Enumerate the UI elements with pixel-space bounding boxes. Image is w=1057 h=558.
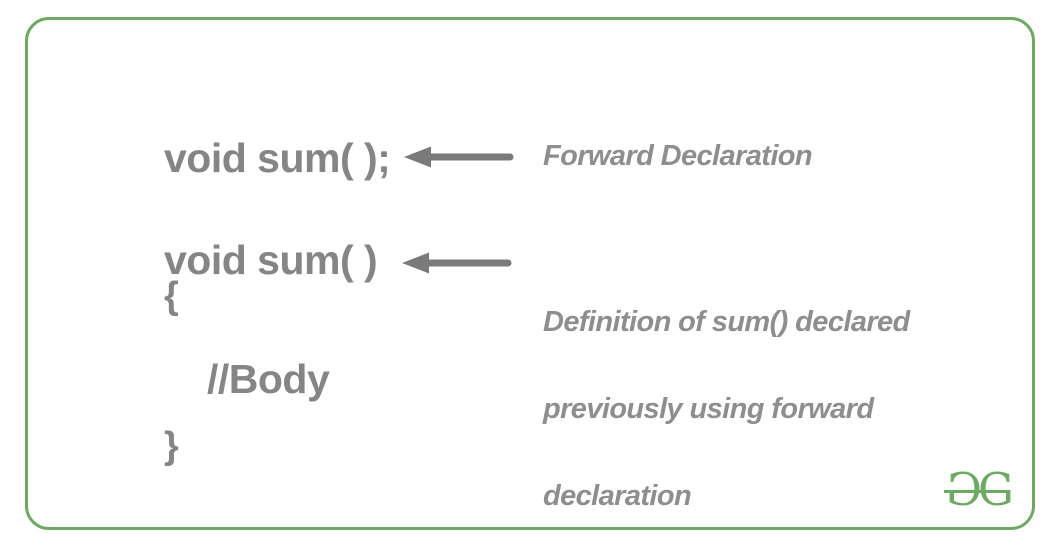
definition-annotation-line: previously using forward [543,393,874,425]
code-forward-declaration: void sum( ); [164,135,391,181]
arrow-left-icon [402,251,515,275]
forward-declaration-label: Forward Declaration [543,140,813,172]
definition-annotation: Definition of sum() declared previously … [543,250,910,558]
code-body-comment: //Body [207,356,330,402]
definition-annotation-line: Definition of sum() declared [543,306,910,338]
logo-crossbar [944,490,1008,493]
code-open-brace: { [164,275,179,317]
code-close-brace: } [164,425,179,467]
geeksforgeeks-logo-icon: GG [944,463,1014,516]
code-definition: void sum( ) [164,237,378,283]
green-border-frame [25,17,1035,530]
logo-letter-g: G [977,463,1014,516]
arrow-left-icon [404,145,517,169]
definition-annotation-line: declaration [543,480,692,512]
